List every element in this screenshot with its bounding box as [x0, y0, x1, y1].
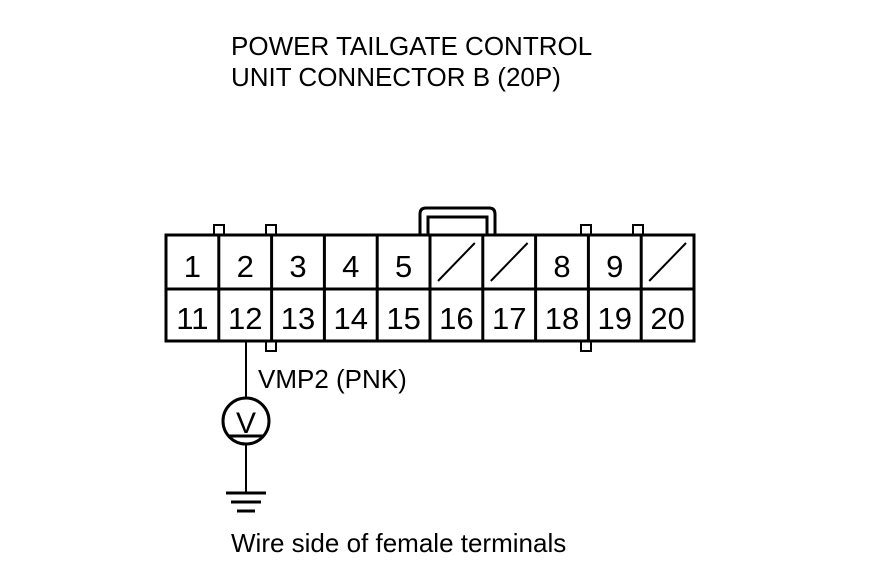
connector-latch	[418, 206, 497, 235]
title-line-2: UNIT CONNECTOR B (20P)	[231, 62, 561, 92]
diagram-caption: Wire side of female terminals	[231, 528, 567, 558]
terminal-number: 8	[553, 249, 570, 284]
terminal-number: 1	[184, 249, 201, 284]
wire-label: VMP2 (PNK)	[258, 364, 407, 394]
terminal-number: 16	[439, 301, 473, 336]
terminal-number: 17	[492, 301, 526, 336]
terminal-number: 19	[598, 301, 632, 336]
terminal-number: 14	[334, 301, 368, 336]
terminal-number: 9	[606, 249, 623, 284]
terminal-number: 15	[386, 301, 420, 336]
terminal-number: 5	[395, 249, 412, 284]
unused-terminal-slash	[648, 242, 687, 282]
terminal-number: 2	[237, 249, 254, 284]
unused-terminal-slash	[437, 242, 476, 282]
title-line-1: POWER TAILGATE CONTROL	[231, 31, 593, 61]
terminal-number: 20	[650, 301, 684, 336]
terminal-number: 4	[342, 249, 359, 284]
terminal-number: 11	[176, 301, 208, 336]
unused-terminal-slash	[490, 242, 529, 282]
terminal-number: 18	[545, 301, 579, 336]
terminal-number: 13	[281, 301, 315, 336]
terminal-number: 3	[289, 249, 306, 284]
probe-wire	[221, 341, 271, 513]
diagram-title: POWER TAILGATE CONTROL UNIT CONNECTOR B …	[231, 31, 592, 93]
terminal-number: 12	[228, 301, 262, 336]
voltmeter-symbol: V	[236, 407, 256, 440]
